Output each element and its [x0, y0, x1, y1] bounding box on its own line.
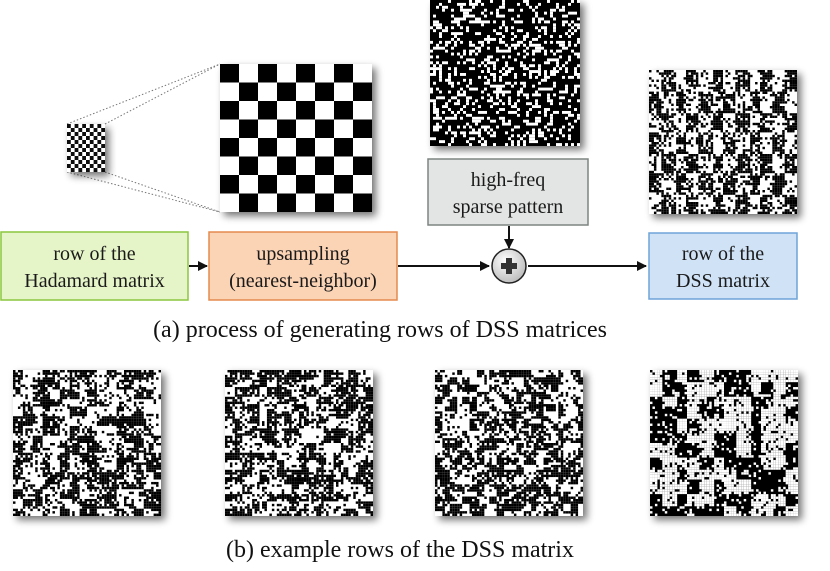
upsampling-box-line2: (nearest-neighbor)	[229, 270, 377, 292]
hadamard-box-line1: row of the	[53, 243, 135, 265]
highfreq-box-line1: high-freq	[471, 169, 545, 191]
plus-in-circle-icon	[491, 248, 527, 284]
upsampled-pattern	[220, 64, 372, 212]
example-dss-row-4	[650, 370, 798, 516]
upsampling-box-line1: upsampling	[256, 243, 349, 265]
example-dss-row-2	[225, 370, 373, 516]
highfreq-noise-pattern	[430, 0, 580, 146]
caption-b: (b) example rows of the DSS matrix	[226, 537, 574, 563]
highfreq-box-line2: sparse pattern	[453, 196, 564, 218]
dss-result-pattern	[649, 70, 797, 214]
dss-box-line2: DSS matrix	[676, 270, 770, 292]
caption-a: (a) process of generating rows of DSS ma…	[153, 317, 607, 343]
flow-arrows	[189, 226, 647, 271]
hadamard-thumbnail	[67, 124, 105, 172]
dss-row-box: row of the DSS matrix	[648, 232, 798, 300]
highfreq-pattern-box: high-freq sparse pattern	[427, 158, 589, 226]
example-dss-row-3	[435, 370, 583, 516]
dss-box-line1: row of the	[682, 243, 764, 265]
example-dss-row-1	[13, 370, 161, 516]
hadamard-box-line2: Hadamard matrix	[24, 270, 165, 292]
zoom-lines	[66, 63, 221, 213]
upsampling-box: upsampling (nearest-neighbor)	[208, 231, 398, 301]
hadamard-row-box: row of the Hadamard matrix	[0, 231, 189, 301]
